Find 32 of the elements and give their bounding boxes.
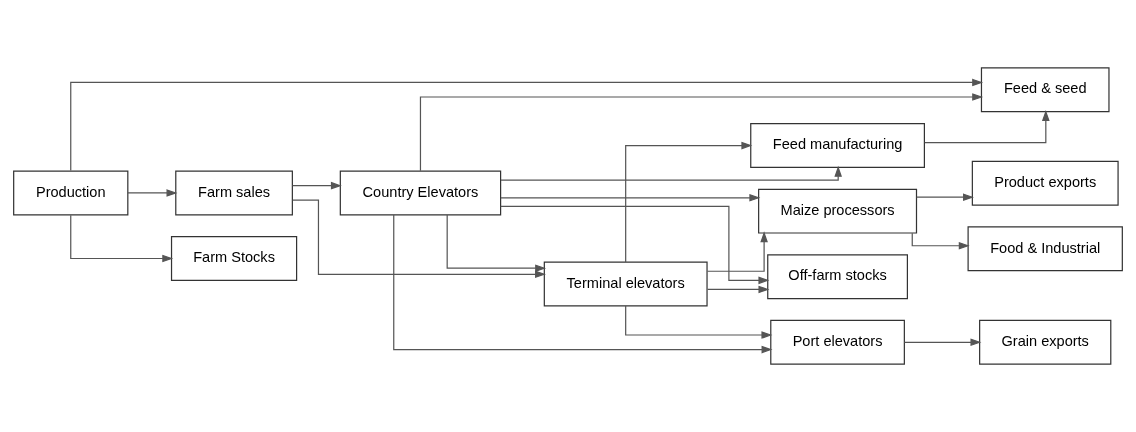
arrow <box>500 193 761 202</box>
node-box: Farm sales <box>175 170 293 216</box>
arrow <box>707 285 770 294</box>
arrow <box>291 181 342 190</box>
arrow <box>419 93 984 172</box>
arrow <box>625 141 753 263</box>
arrow <box>706 231 768 272</box>
node-box: Feed manufacturing <box>750 123 925 169</box>
node-box: Terminal elevators <box>543 261 708 307</box>
node-box: Maize processors <box>758 188 918 234</box>
node-box: Country Elevators <box>339 170 502 216</box>
arrow <box>625 305 773 339</box>
arrow <box>292 199 546 279</box>
node-box: Grain exports <box>979 319 1112 365</box>
arrow <box>127 189 178 197</box>
arrow <box>70 214 174 263</box>
arrow <box>70 78 984 172</box>
arrow <box>911 232 970 250</box>
node-box: Food & Industrial <box>967 226 1123 272</box>
arrow <box>500 165 842 181</box>
arrow <box>924 109 1050 144</box>
node-box: Production <box>13 170 129 216</box>
node-box: Farm Stocks <box>170 236 298 281</box>
arrow <box>500 205 770 285</box>
arrow <box>916 193 974 201</box>
node-box: Port elevators <box>770 319 905 365</box>
node-box: Off-farm stocks <box>767 254 908 300</box>
arrow <box>903 338 982 347</box>
arrow <box>393 214 773 354</box>
node-box: Feed & seed <box>980 67 1110 113</box>
node-box: Product exports <box>971 160 1119 206</box>
arrow <box>446 214 547 273</box>
